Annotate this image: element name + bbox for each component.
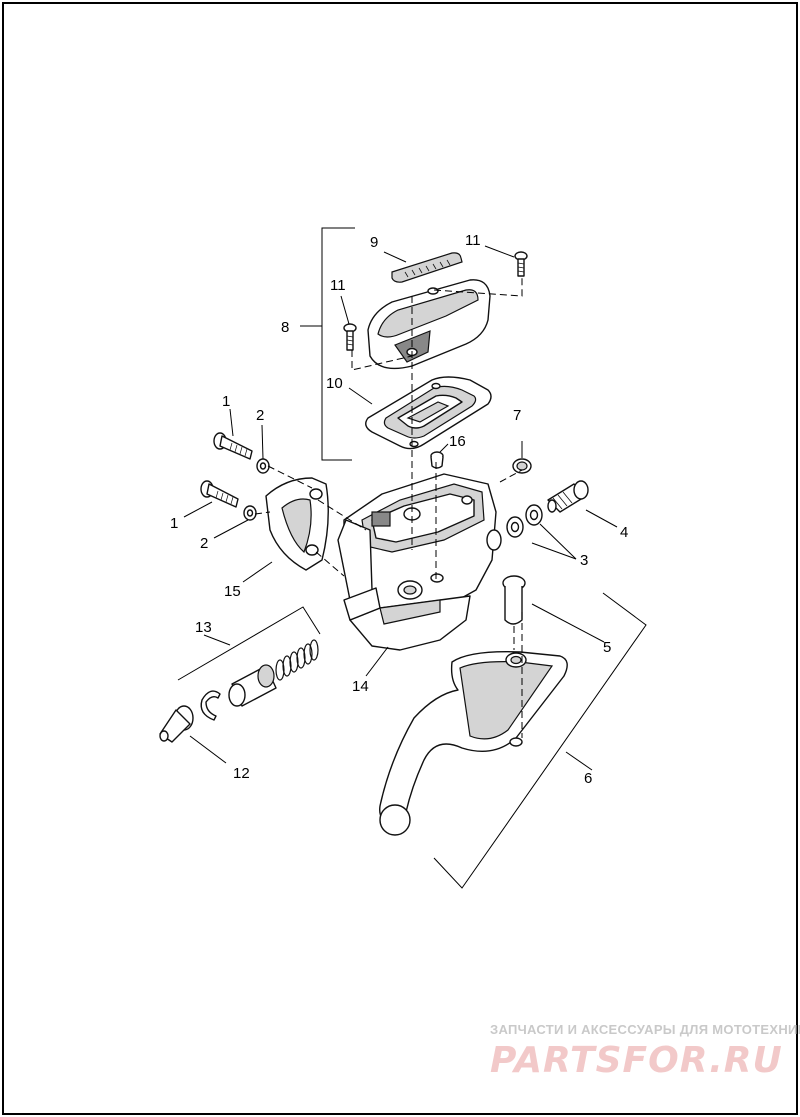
part-8-reservoir-cover <box>367 279 491 370</box>
callout-10: 10 <box>326 375 343 392</box>
callout-13: 13 <box>195 619 212 636</box>
part-2-washer-lower <box>243 505 257 521</box>
callout-1-upper: 1 <box>222 393 230 410</box>
callout-6: 6 <box>584 770 592 787</box>
part-13-piston-assembly <box>200 639 319 721</box>
part-16-plug <box>430 451 444 469</box>
callout-1-lower: 1 <box>170 515 178 532</box>
watermark-logo: PARTSFOR.RU <box>490 1040 783 1081</box>
part-1-bolt-upper <box>213 432 253 460</box>
part-3-washers <box>506 504 543 538</box>
part-11-screw-right <box>514 251 528 277</box>
callout-15: 15 <box>224 583 241 600</box>
watermark-tagline: ЗАПЧАСТИ И АКСЕССУАРЫ ДЛЯ МОТОТЕХНИКИ <box>490 1022 800 1037</box>
callout-2-upper: 2 <box>256 407 264 424</box>
part-10-gasket <box>365 376 492 450</box>
part-14-master-cylinder-body <box>337 473 502 651</box>
part-5-pivot-pin <box>502 575 526 625</box>
callout-8: 8 <box>281 319 289 336</box>
part-11-screw-left <box>343 323 357 351</box>
callout-labels: 1 2 1 2 3 4 5 6 7 8 9 10 11 11 12 13 14 … <box>170 232 628 787</box>
leader-lines <box>183 245 618 771</box>
callout-4: 4 <box>620 524 628 541</box>
alignment-lines <box>254 278 523 738</box>
callout-2-lower: 2 <box>200 535 208 552</box>
part-6-lever <box>379 651 568 836</box>
bracket-13 <box>177 606 321 681</box>
part-2-washer-upper <box>256 458 270 474</box>
part-4-bleeder-screw <box>547 480 589 513</box>
callout-5: 5 <box>603 639 611 656</box>
callout-16: 16 <box>449 433 466 450</box>
part-9-cover-label <box>391 252 463 283</box>
part-7-fitting <box>512 458 532 474</box>
callout-3: 3 <box>580 552 588 569</box>
part-12-dust-boot <box>159 705 194 743</box>
part-15-clamp <box>265 477 329 571</box>
callout-11-right: 11 <box>465 232 481 249</box>
bracket-8 <box>300 227 355 461</box>
callout-7: 7 <box>513 407 521 424</box>
callout-14: 14 <box>352 678 369 695</box>
part-1-bolt-lower <box>200 480 239 508</box>
bracket-6 <box>433 592 647 889</box>
callout-11-left: 11 <box>330 277 346 294</box>
callout-9: 9 <box>370 234 378 251</box>
watermark: ЗАПЧАСТИ И АКСЕССУАРЫ ДЛЯ МОТОТЕХНИКИ PA… <box>490 1022 800 1081</box>
callout-12: 12 <box>233 765 250 782</box>
